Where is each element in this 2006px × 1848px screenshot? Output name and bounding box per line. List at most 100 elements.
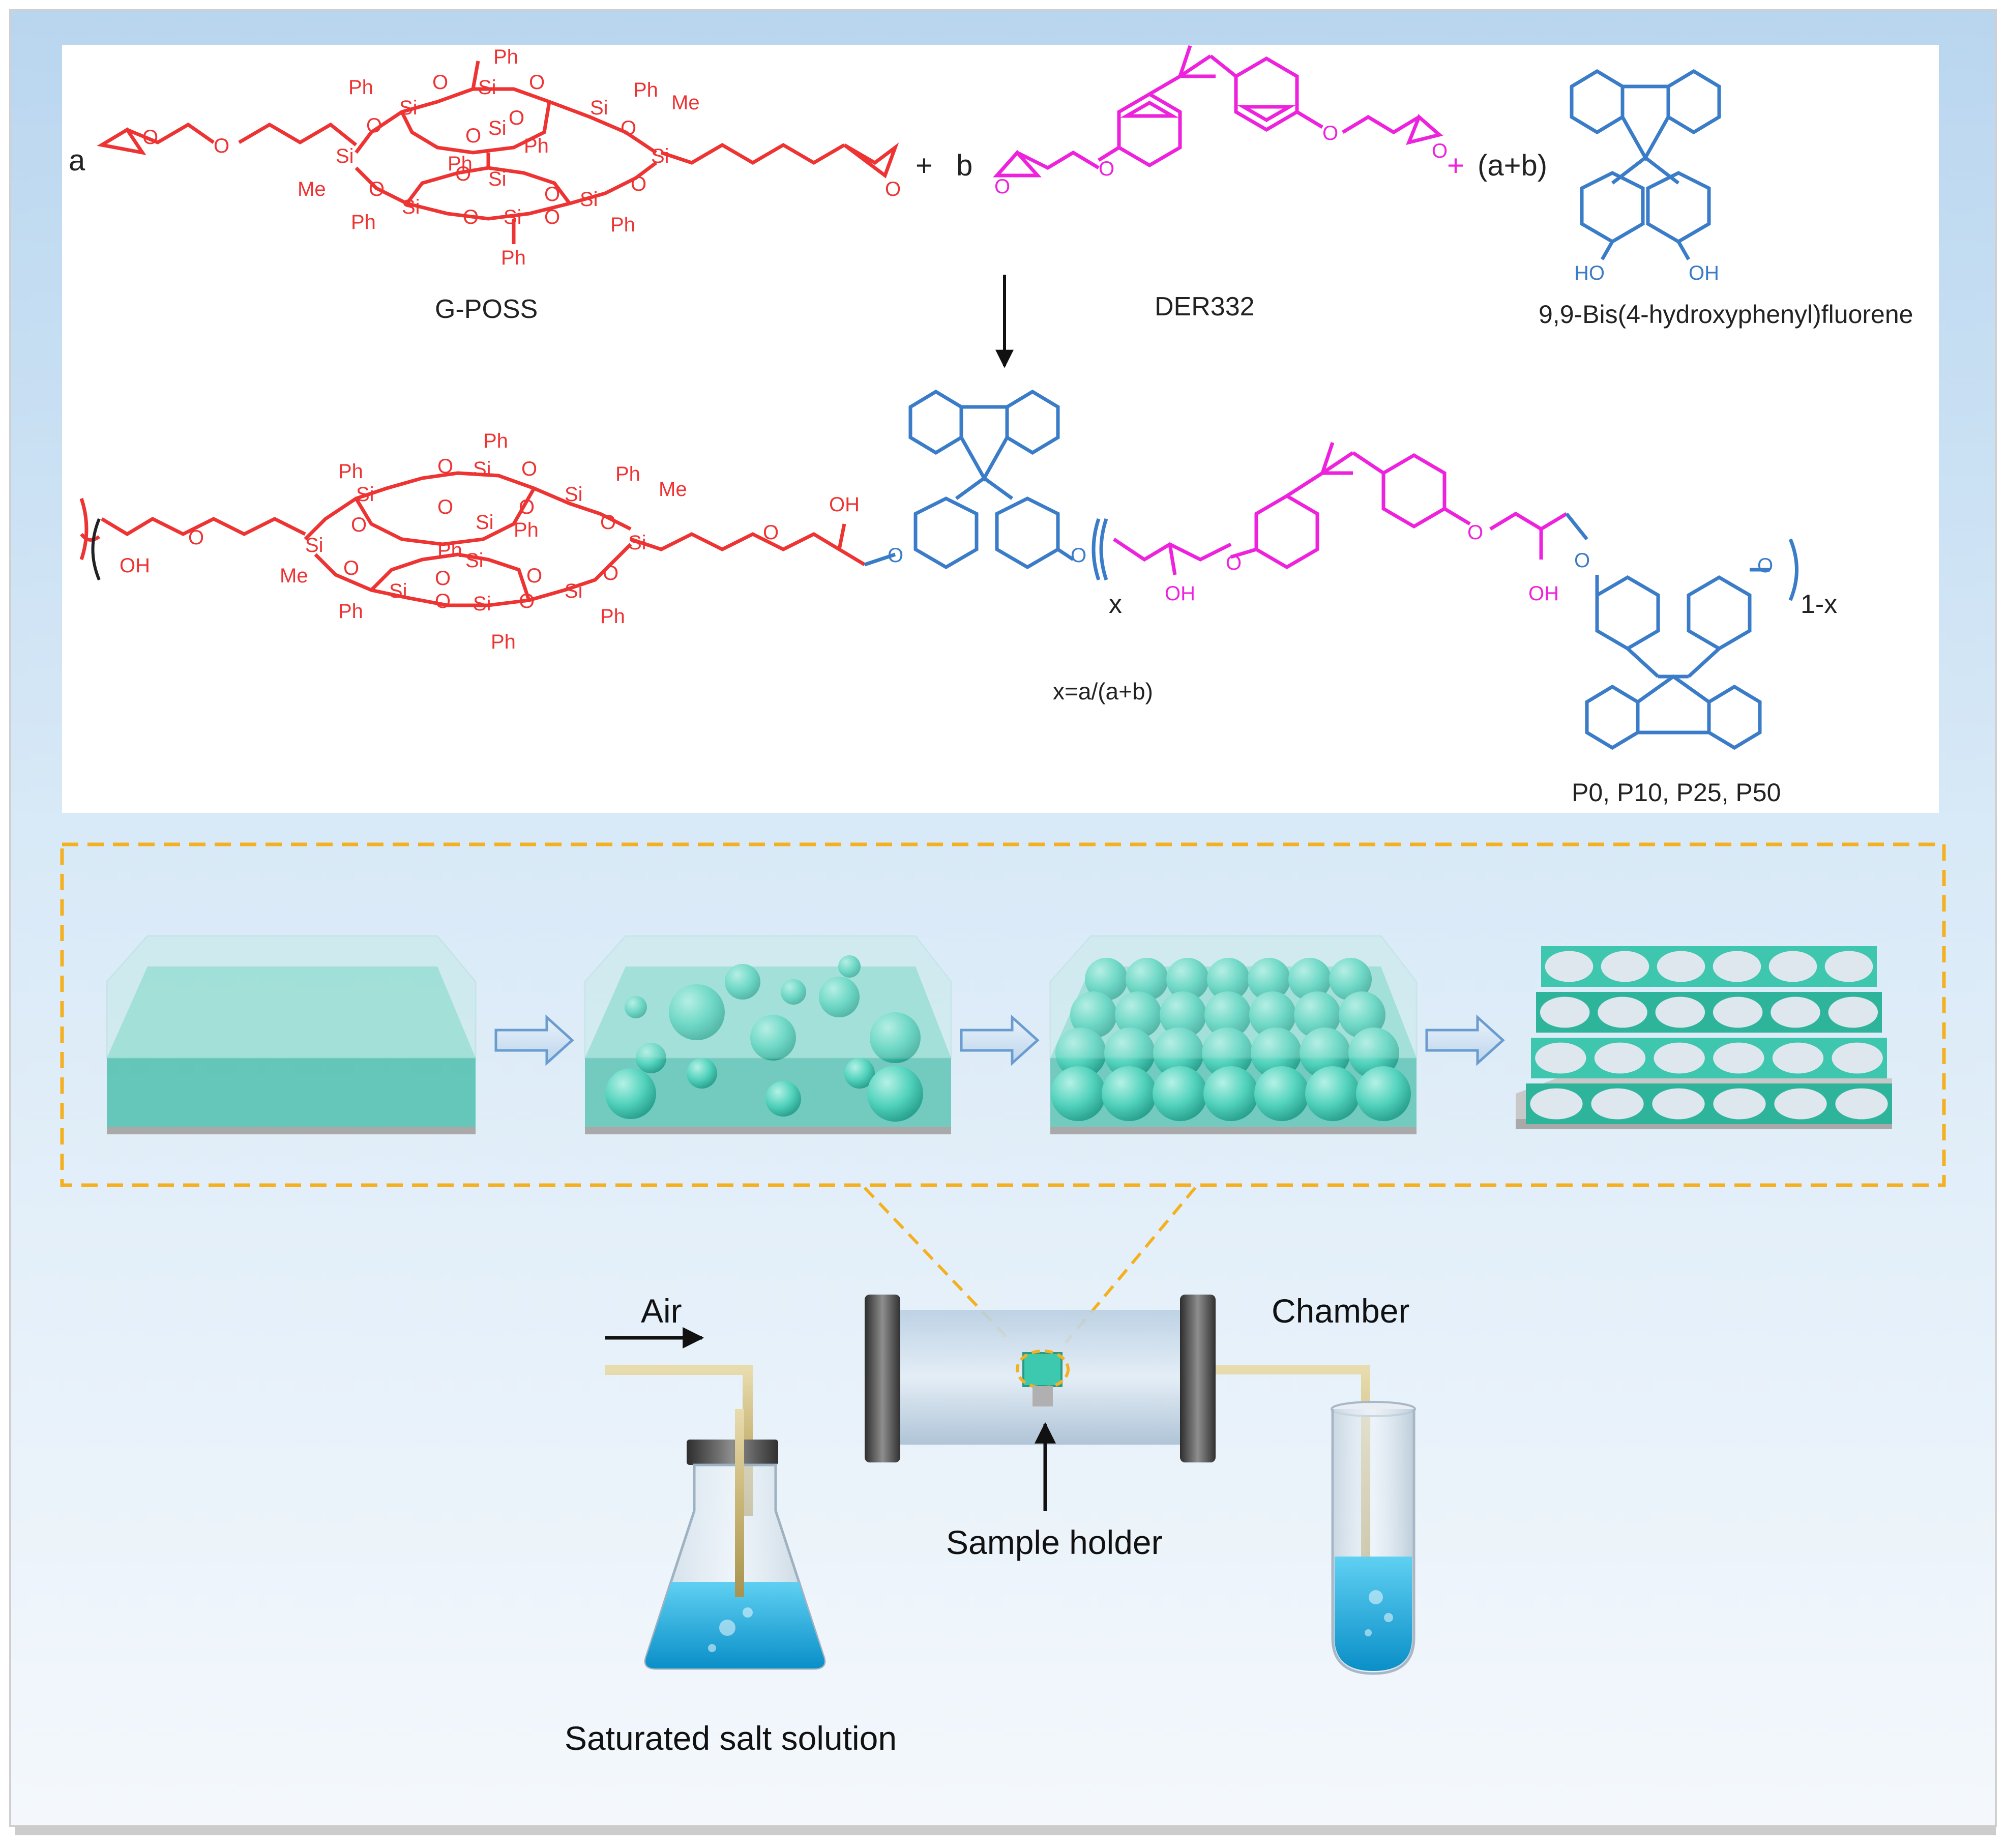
svg-text:Ph: Ph — [501, 247, 526, 269]
subscript-x: x — [1109, 590, 1122, 619]
svg-text:O: O — [631, 173, 646, 195]
frame-shadow — [15, 1826, 1996, 1835]
svg-text:O: O — [529, 71, 545, 94]
honeycomb-pore — [1713, 1042, 1764, 1074]
svg-text:O: O — [142, 126, 158, 149]
packed-sphere — [1356, 1066, 1411, 1121]
svg-text:Ph: Ph — [514, 519, 539, 541]
svg-text:Si: Si — [476, 511, 494, 534]
svg-text:O: O — [1757, 554, 1773, 577]
svg-text:Si: Si — [580, 188, 598, 211]
honeycomb-pore — [1535, 1042, 1586, 1074]
svg-text:O: O — [455, 163, 471, 185]
honeycomb-pore — [1540, 996, 1590, 1028]
svg-text:Ph: Ph — [610, 214, 635, 236]
zoom-box — [60, 842, 1946, 1187]
gposs-label: G-POSS — [435, 295, 538, 324]
stage-arrow-3 — [1425, 1014, 1505, 1066]
packed-sphere — [1055, 1028, 1106, 1078]
salt-solution-label: Saturated salt solution — [565, 1719, 897, 1757]
svg-text:Ph: Ph — [338, 460, 363, 483]
packed-sphere — [1166, 958, 1209, 1001]
honeycomb-pore — [1713, 951, 1761, 982]
coef-ab: (a+b) — [1478, 149, 1547, 182]
packed-sphere — [1126, 958, 1168, 1001]
svg-text:Si: Si — [389, 580, 407, 602]
copolymer-der-atoms: OH O O OH — [1165, 521, 1559, 605]
svg-text:Ph: Ph — [351, 211, 376, 233]
svg-text:O: O — [994, 175, 1010, 198]
test-tube — [1331, 1401, 1416, 1675]
svg-text:Ph: Ph — [483, 430, 508, 452]
packed-sphere — [1294, 991, 1341, 1038]
packed-sphere — [1305, 1066, 1360, 1121]
packed-sphere — [1102, 1066, 1157, 1121]
packed-sphere — [1251, 1028, 1302, 1078]
coef-a: a — [69, 144, 85, 177]
packed-sphere — [1160, 991, 1206, 1038]
svg-text:O: O — [544, 183, 560, 206]
svg-text:O: O — [366, 114, 382, 137]
honeycomb-slab — [1541, 946, 1877, 987]
svg-text:O: O — [1099, 158, 1114, 180]
svg-text:O: O — [519, 590, 535, 612]
svg-text:OH: OH — [120, 554, 150, 577]
packed-sphere — [1104, 1028, 1155, 1078]
svg-text:Me: Me — [659, 478, 687, 501]
bhpf-label: 9,9-Bis(4-hydroxyphenyl)fluorene — [1539, 300, 1913, 329]
honeycomb-pore — [1545, 951, 1594, 982]
svg-text:O: O — [1467, 521, 1483, 544]
svg-text:Ph: Ph — [491, 631, 516, 653]
bracket-left — [91, 518, 101, 581]
honeycomb-pore — [1713, 1088, 1766, 1120]
svg-text:O: O — [343, 557, 359, 579]
sample-holder-label: Sample holder — [946, 1523, 1163, 1561]
svg-text:O: O — [437, 455, 453, 478]
plus-1: + — [916, 149, 933, 182]
product-names: P0, P10, P25, P50 — [1572, 778, 1781, 807]
packed-sphere — [1300, 1028, 1350, 1078]
packed-sphere — [1115, 991, 1162, 1038]
honeycomb-pore — [1591, 1088, 1644, 1120]
honeycomb-slab — [1536, 992, 1882, 1033]
svg-text:Ph: Ph — [493, 46, 518, 68]
stage-2-droplets — [584, 935, 952, 1134]
svg-text:O: O — [435, 567, 451, 590]
svg-text:O: O — [1432, 140, 1448, 162]
honeycomb-pore — [1598, 996, 1647, 1028]
packed-spheres — [1051, 958, 1411, 1121]
svg-text:OH: OH — [1689, 262, 1719, 284]
svg-text:O: O — [369, 178, 385, 200]
erlenmeyer-flask — [644, 1409, 826, 1670]
svg-text:O: O — [351, 514, 367, 536]
packed-sphere — [1153, 1066, 1207, 1121]
svg-text:OH: OH — [1528, 582, 1559, 605]
stage-3-packed — [1049, 935, 1418, 1134]
svg-text:Si: Si — [488, 117, 507, 139]
svg-text:Si: Si — [565, 580, 583, 602]
svg-text:Si: Si — [590, 97, 608, 119]
bhpf-atoms: HO OH — [1574, 262, 1719, 284]
svg-text:O: O — [432, 71, 448, 94]
svg-text:O: O — [1574, 549, 1590, 572]
svg-text:Si: Si — [399, 97, 418, 119]
svg-text:O: O — [519, 496, 535, 518]
air-label: Air — [641, 1292, 682, 1330]
svg-text:O: O — [544, 206, 560, 228]
svg-text:Ph: Ph — [615, 463, 640, 485]
svg-text:Si: Si — [651, 145, 669, 167]
honeycomb-pore — [1654, 1042, 1705, 1074]
svg-text:Me: Me — [671, 92, 700, 114]
svg-text:Ph: Ph — [437, 539, 462, 562]
svg-text:Si: Si — [305, 534, 323, 556]
bhpf-monomer — [1570, 69, 1721, 260]
honeycomb-pore — [1530, 1088, 1583, 1120]
svg-text:Si: Si — [356, 483, 374, 506]
honeycomb-pore — [1774, 1088, 1827, 1120]
svg-text:O: O — [465, 125, 481, 147]
svg-text:OH: OH — [829, 493, 860, 516]
packed-sphere — [1329, 958, 1372, 1001]
svg-text:Si: Si — [628, 532, 646, 554]
honeycomb-pore — [1832, 1042, 1883, 1074]
packed-sphere — [1153, 1028, 1204, 1078]
